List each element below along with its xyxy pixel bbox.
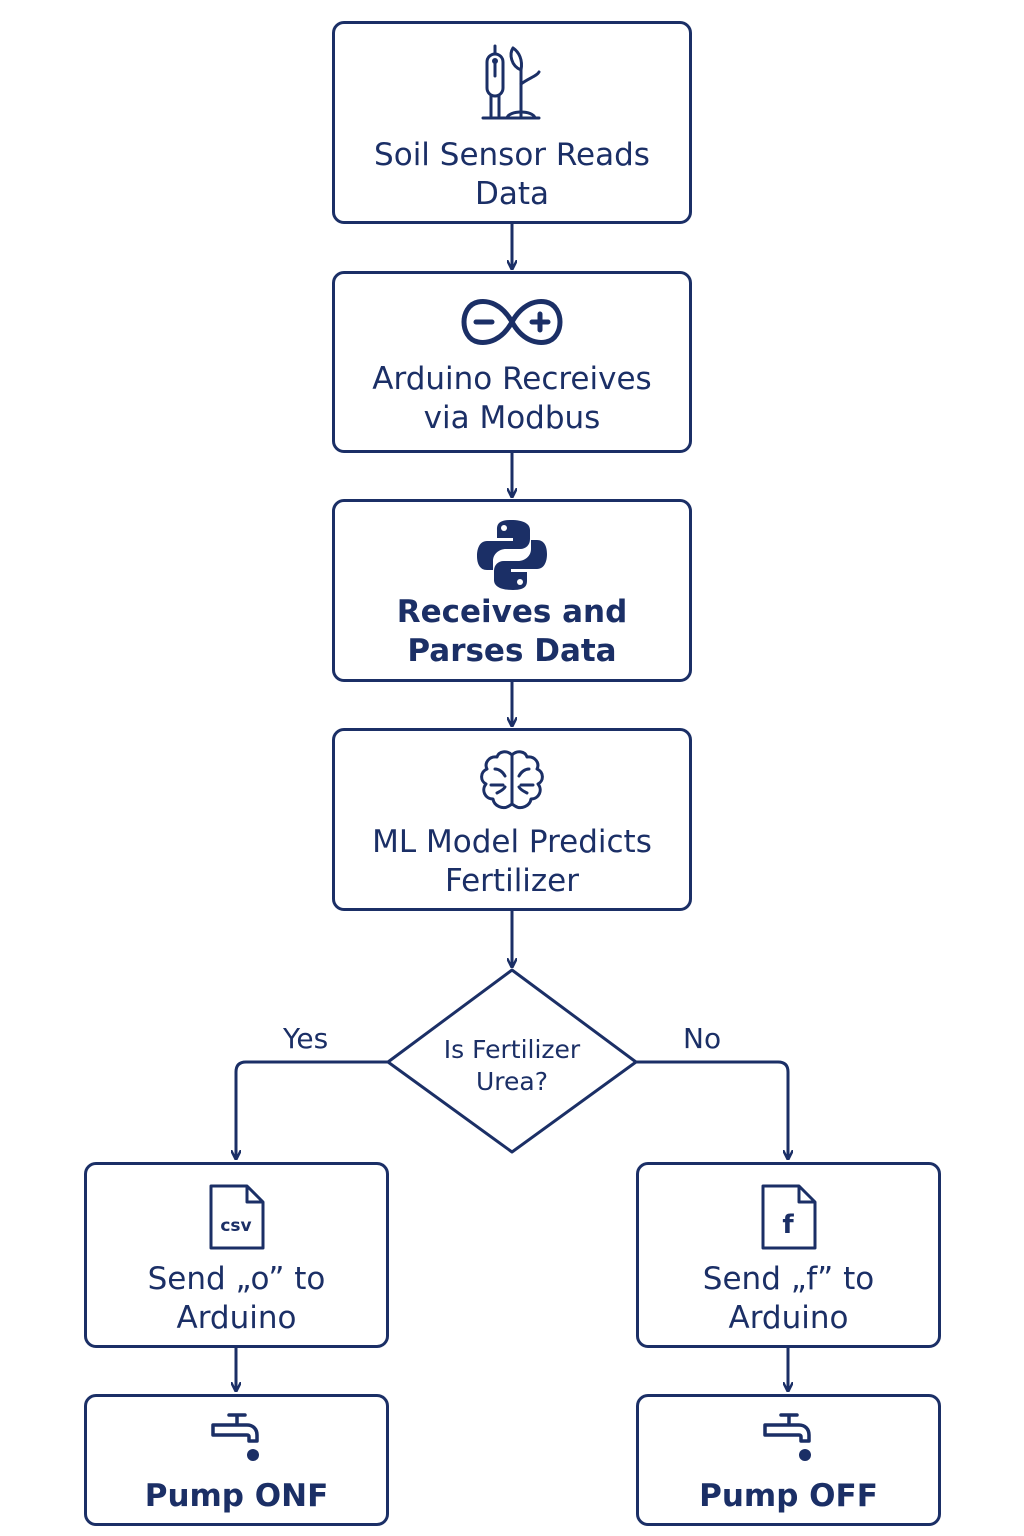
f-file-icon: f: [761, 1184, 816, 1250]
no-label: No: [683, 1022, 722, 1055]
decision-diamond: [386, 968, 638, 1154]
node-arduino: Arduino Recreives via Modbus: [332, 271, 692, 453]
csv-icon-text: csv: [220, 1216, 251, 1236]
faucet-icon: [762, 1413, 811, 1461]
csv-file-icon: csv: [209, 1184, 264, 1250]
node-1-line-1: Soil Sensor Reads: [374, 137, 650, 173]
send-o-line-1: Send „o” to: [147, 1261, 326, 1297]
python-icon: [477, 520, 547, 590]
node-3-line-2: Parses Data: [407, 633, 617, 669]
node-ml-model: ML Model Predicts Fertilizer: [332, 728, 692, 911]
node-4-line-2: Fertilizer: [444, 863, 580, 899]
send-f-line-2: Arduino: [728, 1300, 849, 1336]
send-o-line-2: Arduino: [176, 1300, 297, 1336]
node-2-line-2: via Modbus: [423, 400, 601, 436]
soil-sensor-icon: [481, 44, 541, 120]
node-send-f: f Send „f” to Arduino: [636, 1162, 941, 1348]
node-4-line-1: ML Model Predicts: [372, 824, 652, 860]
node-3-line-1: Receives and: [396, 594, 628, 630]
arrow-yes-branch: [236, 1060, 388, 1158]
f-icon-text: f: [782, 1210, 794, 1240]
faucet-icon: [210, 1413, 259, 1461]
pump-on-label: Pump ONF: [144, 1478, 329, 1514]
pump-off-label: Pump OFF: [699, 1478, 878, 1514]
node-soil-sensor: Soil Sensor Reads Data: [332, 21, 692, 224]
decision-line-1: Is Fertilizer: [443, 1035, 581, 1064]
node-1-line-2: Data: [474, 176, 550, 212]
brain-icon: [480, 750, 544, 810]
node-python: Receives and Parses Data: [332, 499, 692, 682]
arrow-no-branch: [636, 1060, 788, 1158]
yes-label: Yes: [283, 1022, 329, 1055]
send-f-line-1: Send „f” to: [702, 1261, 875, 1297]
node-2-line-1: Arduino Recreives: [372, 361, 652, 397]
decision-line-2: Urea?: [476, 1067, 548, 1096]
node-pump-off: Pump OFF: [636, 1394, 941, 1526]
node-pump-on: Pump ONF: [84, 1394, 389, 1526]
node-send-o: csv Send „o” to Arduino: [84, 1162, 389, 1348]
decision-label: Is Fertilizer Urea?: [400, 1034, 624, 1098]
arduino-icon: [461, 299, 563, 345]
